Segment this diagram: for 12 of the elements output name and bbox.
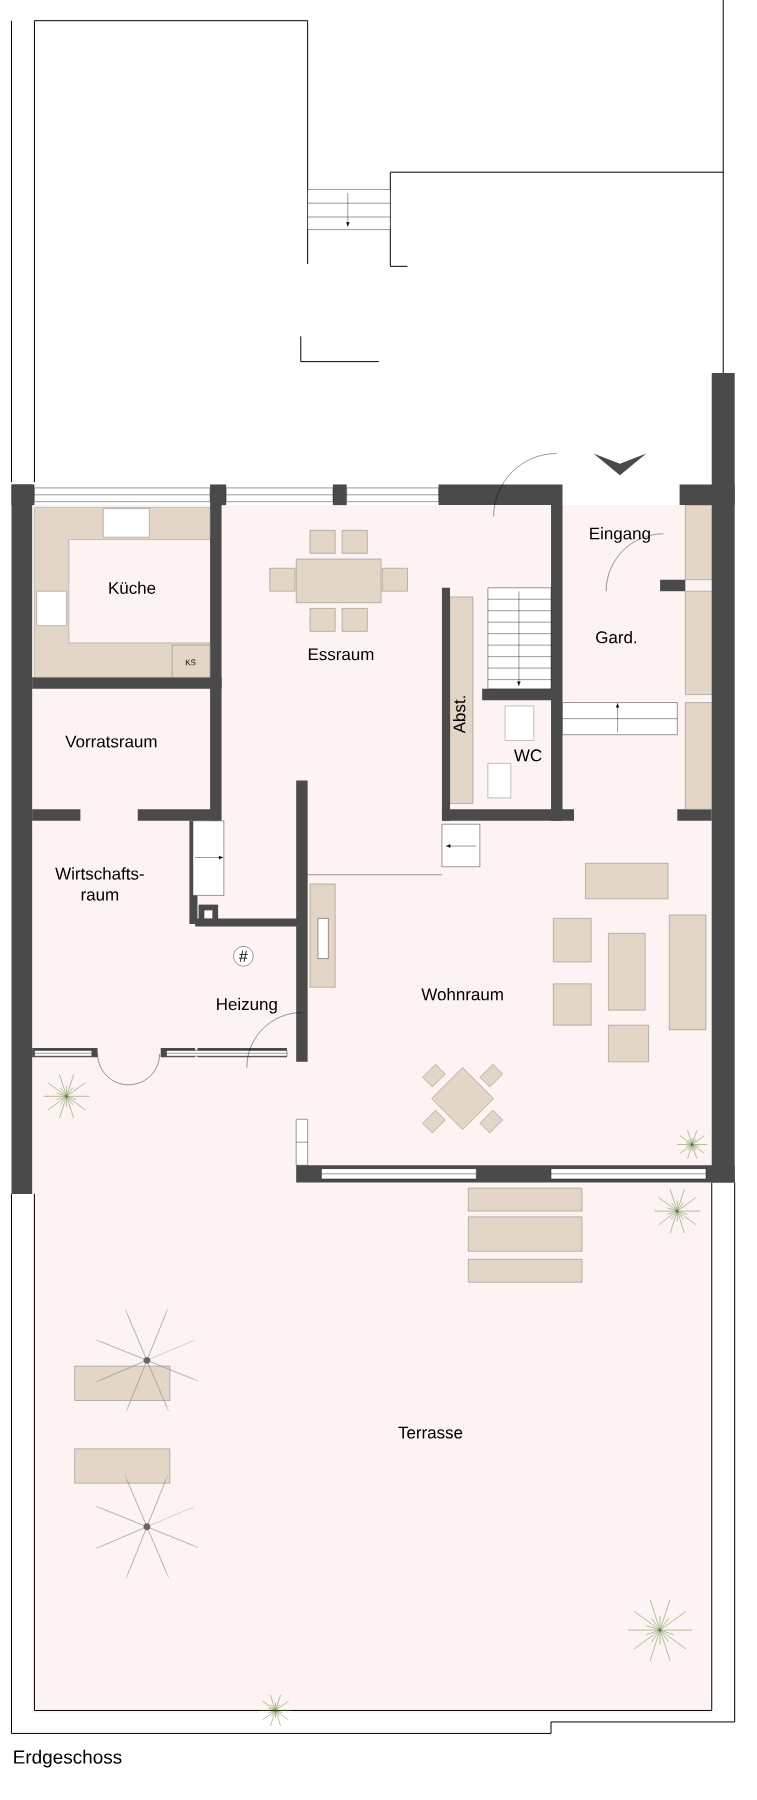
room-label: Gard. [596,630,637,644]
room-label: WC [514,749,542,762]
room-label: Terrasse [398,1426,463,1439]
room-label: Essraum [309,648,374,661]
room-label: Eingang [590,527,651,543]
room-label: Vorratsraum [65,735,157,748]
room-label: Heizung [217,997,278,1014]
room-label: Wohnraum [421,987,504,1001]
room-label: Wirtschafts- raum [55,867,145,901]
room-label: Abst. [453,696,466,734]
room-label: Küche [109,581,156,594]
caption: Erdgeschoss [14,1749,122,1768]
